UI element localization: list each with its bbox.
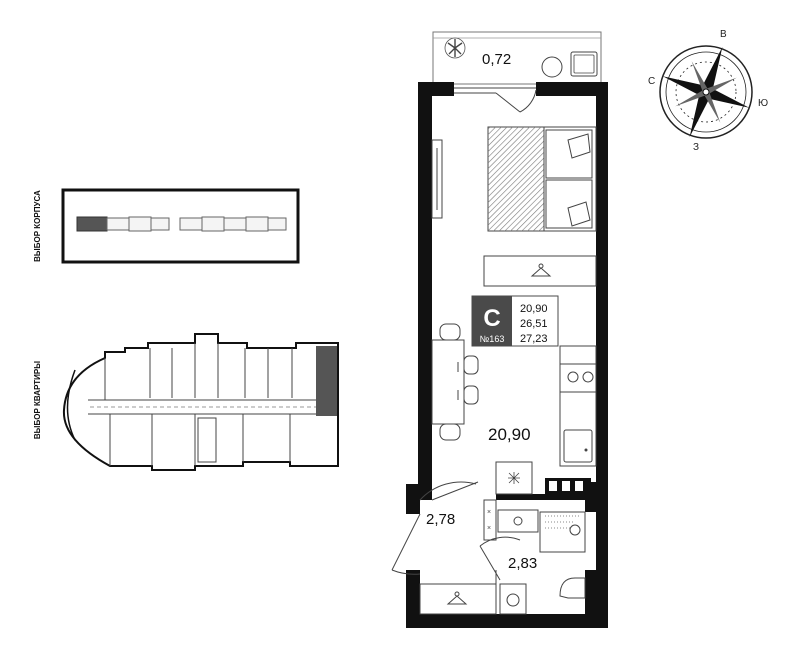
- apartment-selector[interactable]: [62, 333, 339, 471]
- entrance-door: [391, 481, 479, 575]
- apartment-selected-marker[interactable]: [316, 346, 337, 416]
- building-selector[interactable]: [61, 188, 300, 264]
- apartment-area-living: 20,90: [520, 303, 548, 315]
- wardrobe: [483, 255, 597, 287]
- bath-area: 2,83: [508, 555, 537, 572]
- compass-label-east: В: [720, 29, 727, 40]
- hall-area: 2,78: [426, 511, 455, 528]
- compass: [659, 45, 753, 139]
- svg-text:×: ×: [487, 509, 491, 516]
- apartment-area-total: 26,51: [520, 318, 548, 330]
- living-area: 20,90: [488, 425, 531, 444]
- building-section[interactable]: [179, 216, 287, 232]
- apartment-type-letter: С: [483, 305, 500, 332]
- compass-label-west: З: [693, 142, 699, 153]
- balcony-area: 0,72: [482, 51, 511, 68]
- balcony-door: [454, 87, 537, 113]
- chair-icon: [570, 51, 598, 77]
- apartment-badge: [471, 295, 559, 347]
- table-icon: [541, 56, 563, 78]
- svg-text:×: ×: [487, 525, 491, 532]
- apartment-number: №163: [480, 334, 505, 344]
- compass-label-south: Ю: [758, 98, 768, 109]
- building-section[interactable]: [106, 216, 170, 232]
- compass-label-north: С: [648, 76, 655, 87]
- bed: [487, 126, 597, 232]
- building-section-selected[interactable]: [76, 216, 108, 232]
- apartment-area-full: 27,23: [520, 333, 548, 345]
- dining-table: [431, 323, 479, 441]
- hall-wardrobe: [419, 570, 497, 615]
- bathroom: × ×: [479, 499, 586, 615]
- apartment-select-label: ВЫБОР КВАРТИРЫ: [33, 361, 42, 439]
- apartment-walls: [406, 82, 608, 628]
- plant-icon: [444, 37, 466, 59]
- kitchen: [495, 345, 597, 495]
- building-select-label: ВЫБОР КОРПУСА: [33, 190, 42, 262]
- balcony: [432, 31, 602, 85]
